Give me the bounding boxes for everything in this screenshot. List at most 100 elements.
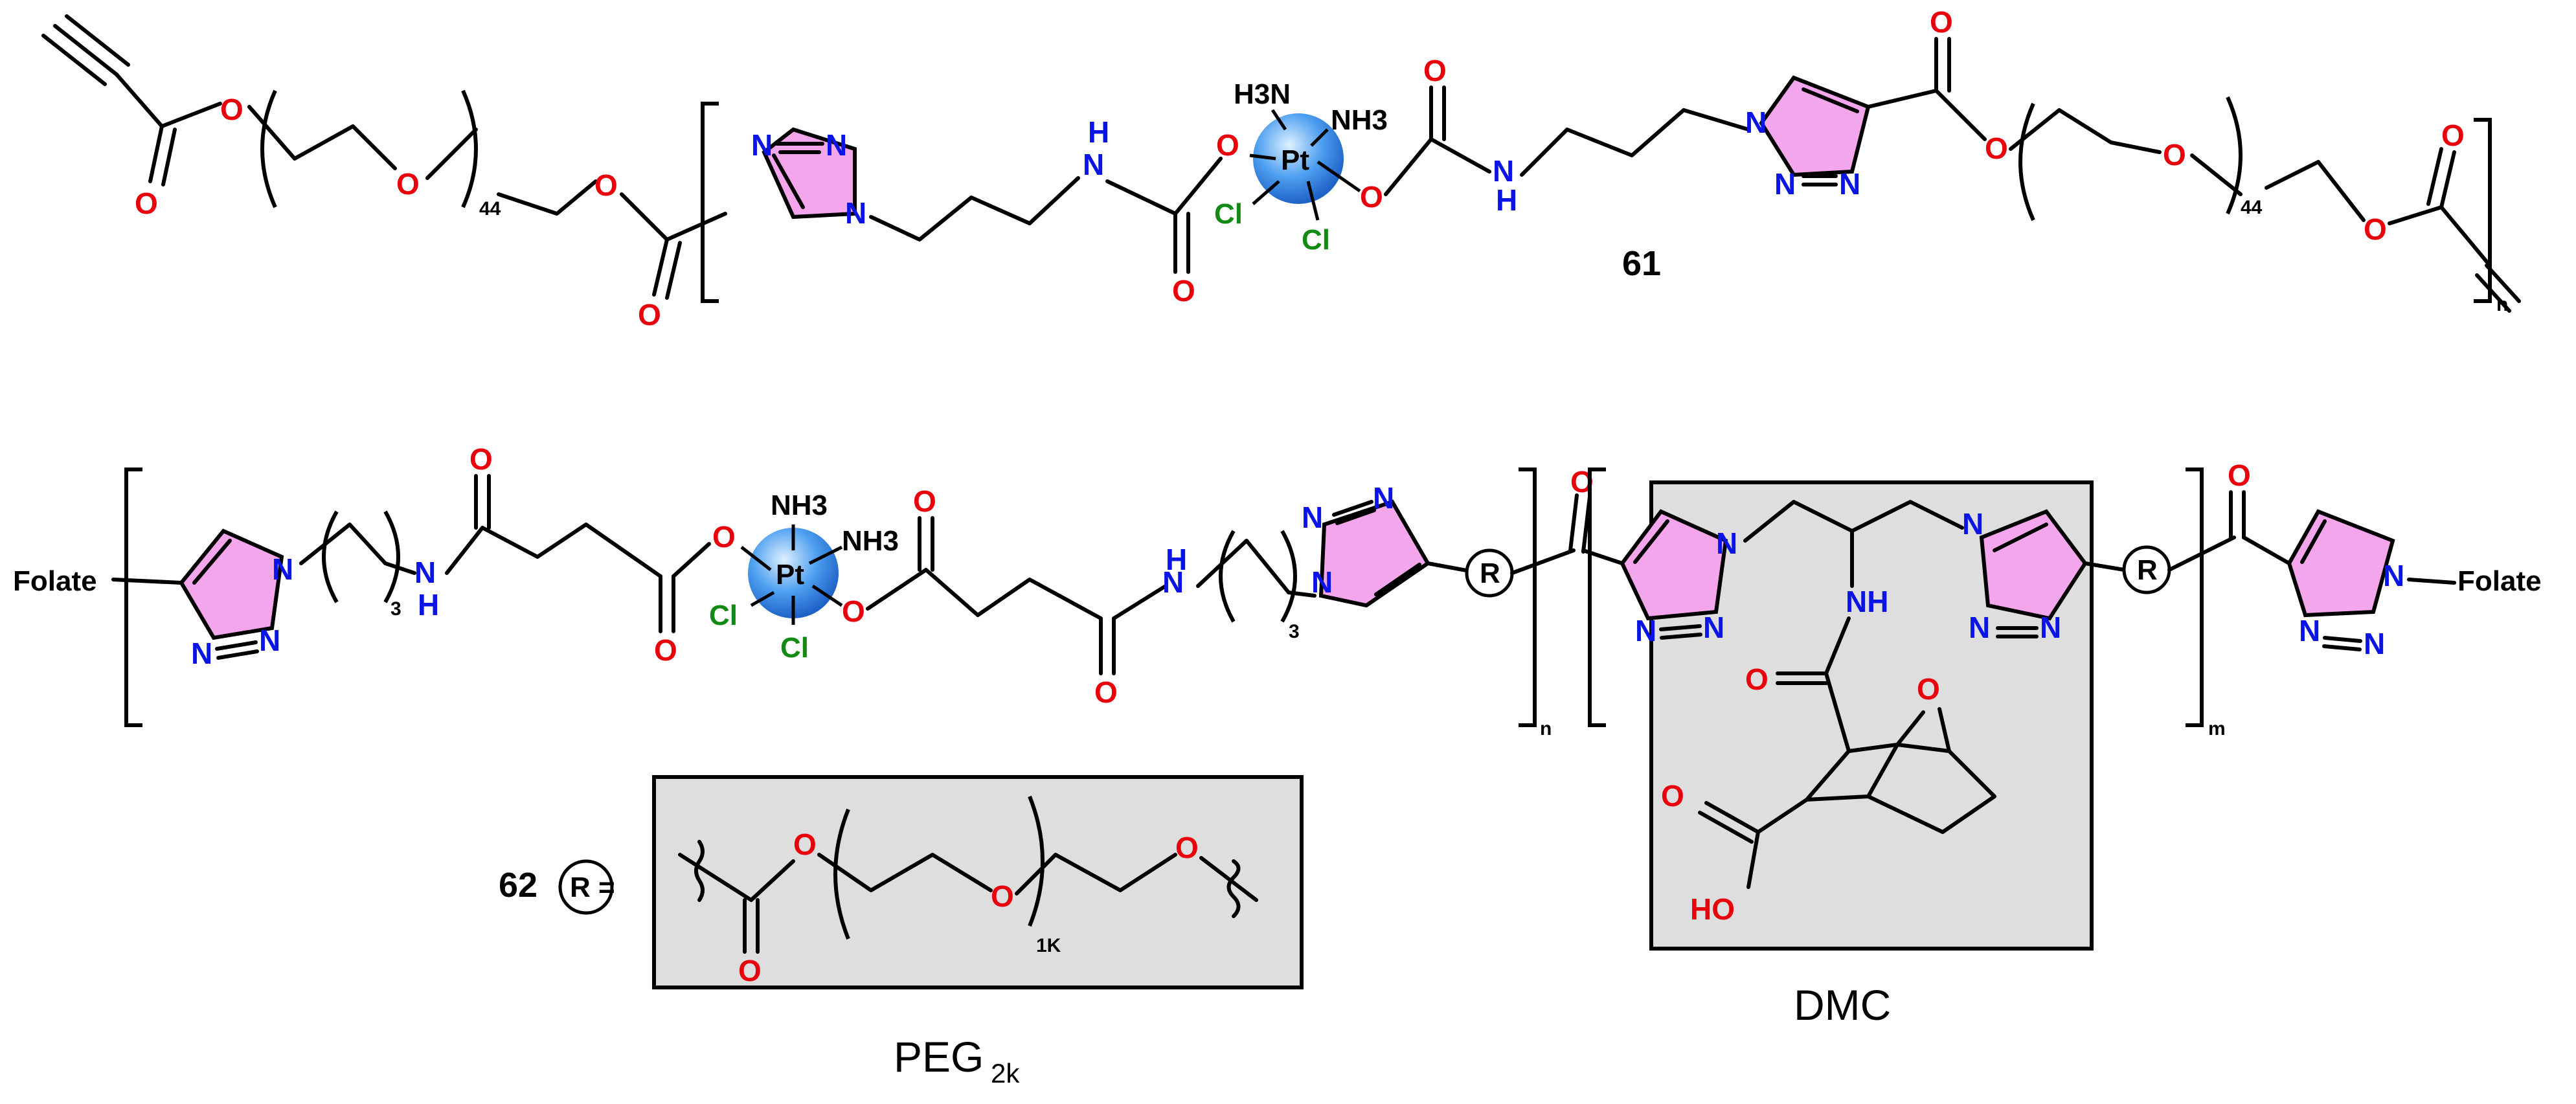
- bond: [1568, 493, 1579, 552]
- atom-n: H: [1166, 543, 1187, 576]
- bond: [111, 578, 183, 585]
- atom-n: N: [1969, 611, 1990, 644]
- bond: [1802, 87, 1859, 113]
- atom-o: O: [638, 298, 661, 332]
- repeat-index: n: [1540, 718, 1552, 739]
- atom-n: N: [1774, 167, 1796, 201]
- bond: [1112, 584, 1168, 620]
- peg-caption-sub: 2k: [991, 1058, 1020, 1088]
- bond: [1633, 519, 1669, 564]
- bond: [2300, 519, 2327, 564]
- atom-n: N: [1302, 501, 1323, 534]
- bracket: [1519, 468, 1537, 727]
- bracket: [322, 510, 339, 603]
- atom-n: N: [751, 128, 773, 162]
- bond: [1659, 624, 1702, 631]
- atom-n: N: [1703, 611, 1724, 644]
- bond: [1105, 157, 1223, 216]
- ligand-cl: Cl: [1302, 224, 1330, 256]
- bond: [1660, 633, 1702, 640]
- bond: [1287, 591, 1316, 598]
- bond: [161, 128, 177, 186]
- bond: [1335, 508, 1376, 525]
- peg-repeat-label: 1K: [1036, 935, 1061, 956]
- triazole-ring: [179, 528, 284, 640]
- bond: [1015, 853, 1057, 896]
- bracket: [701, 102, 719, 303]
- bond: [808, 545, 843, 565]
- folate-label: Folate: [2457, 565, 2542, 597]
- bond: [1306, 181, 1320, 221]
- atom-pt: Pt: [1281, 144, 1309, 176]
- bond: [2009, 108, 2162, 154]
- bond: [772, 153, 805, 209]
- repeat-index: n: [2496, 294, 2508, 315]
- triazole-ring: [1318, 499, 1430, 608]
- bond: [1698, 811, 1754, 844]
- bond: [445, 523, 662, 578]
- bond: [425, 128, 478, 180]
- bond: [652, 238, 669, 297]
- atom-o: O: [654, 633, 677, 667]
- r-group-label: R: [2137, 554, 2158, 586]
- bond: [2407, 578, 2456, 585]
- bond: [1199, 856, 1258, 902]
- atom-n: N: [1162, 565, 1184, 599]
- bracket: [2226, 96, 2243, 215]
- bracket: [1588, 468, 1606, 727]
- bond: [866, 568, 1103, 620]
- atom-o: O: [135, 186, 158, 220]
- ligand-nh3: NH3: [1331, 104, 1388, 136]
- bond: [192, 539, 232, 585]
- bracket: [383, 510, 400, 603]
- bond: [53, 24, 119, 76]
- bond: [2485, 264, 2521, 303]
- bond: [1316, 160, 1361, 193]
- ligand-nh3: H3N: [1234, 78, 1291, 110]
- atom-pt: Pt: [776, 559, 804, 591]
- bond: [1249, 153, 1276, 161]
- atom-o: O: [1360, 180, 1383, 214]
- atom-n: N: [2364, 627, 2385, 660]
- atom-nh: NH: [1846, 585, 1888, 618]
- atom-n: H: [1496, 183, 1517, 217]
- atom-o: O: [991, 879, 1014, 913]
- atom-o: O: [1985, 131, 2008, 165]
- repeat-index: m: [2208, 718, 2226, 739]
- wavy-bond: [1226, 859, 1241, 918]
- peg-repeat-label: 44: [479, 198, 501, 220]
- bond: [1426, 561, 1472, 573]
- bond: [65, 14, 130, 67]
- bracket: [1280, 530, 1297, 623]
- r-definition-label: R =: [570, 872, 615, 903]
- bond: [2190, 153, 2243, 196]
- atom-o: O: [396, 167, 420, 201]
- atom-o: O: [594, 168, 618, 202]
- atom-o: O: [1094, 675, 1118, 709]
- triazole-ring: [1759, 75, 1871, 177]
- bracket: [2474, 118, 2492, 303]
- triazole-ring: [1979, 509, 2088, 621]
- atom-n: N: [1716, 526, 1737, 560]
- bond: [672, 542, 711, 578]
- bond: [1938, 707, 1951, 753]
- bracket: [1219, 530, 1236, 623]
- bond: [2475, 273, 2511, 313]
- peg-caption: PEG: [894, 1033, 984, 1081]
- bracket: [833, 808, 850, 940]
- bond: [299, 523, 387, 565]
- bond: [1704, 801, 1760, 834]
- atom-n: N: [259, 624, 280, 657]
- bracket: [2186, 468, 2204, 727]
- atom-n: N: [1839, 167, 1860, 201]
- bond: [1805, 749, 1851, 802]
- folate-label: Folate: [13, 565, 97, 597]
- bond: [1866, 743, 1996, 834]
- structure-61: O O O 44 O O N N N N H O O: [41, 5, 2521, 332]
- atom-ho: HO: [1690, 892, 1735, 926]
- bond: [2426, 147, 2443, 206]
- atom-o: O: [793, 828, 817, 861]
- bond: [1520, 108, 1750, 177]
- atom-o: O: [842, 594, 865, 628]
- bond: [1866, 743, 1899, 798]
